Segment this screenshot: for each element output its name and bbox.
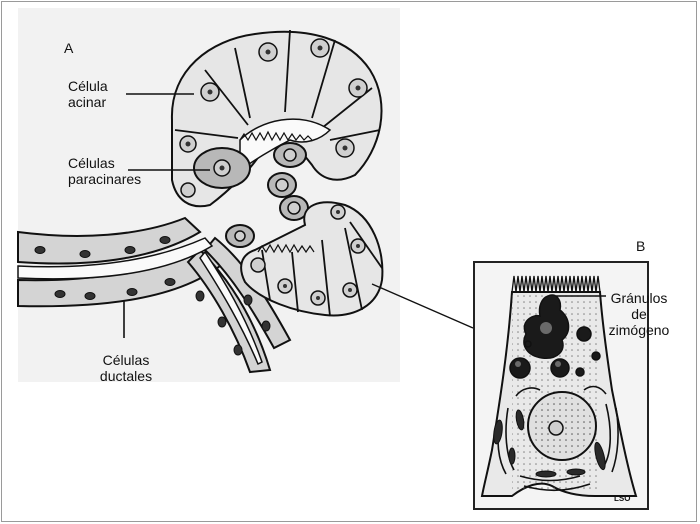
nucleus <box>527 391 597 461</box>
illustrator-signature: LSO <box>614 494 631 503</box>
ductal-cell-nuclei <box>34 236 271 356</box>
label-zymogen-granules: Gránulos de zimógeno <box>608 290 670 338</box>
mitochondria <box>493 409 606 478</box>
nucleoli <box>185 45 361 300</box>
label-acinar-cell: Célula acinar <box>68 78 108 110</box>
duct-system <box>17 216 292 374</box>
acinar-cell-nuclei <box>179 38 368 306</box>
zymogen-granules <box>509 294 601 379</box>
granule-highlights <box>515 322 561 367</box>
label-paracinar-cells: Células paracinares <box>68 155 142 187</box>
panel-b-letter: B <box>636 238 646 254</box>
panel-a-letter: A <box>64 40 74 56</box>
zoom-connector-line <box>371 283 474 329</box>
panel-a-leader-lines <box>123 93 210 338</box>
label-ductal-cells: Células ductales <box>99 352 153 384</box>
